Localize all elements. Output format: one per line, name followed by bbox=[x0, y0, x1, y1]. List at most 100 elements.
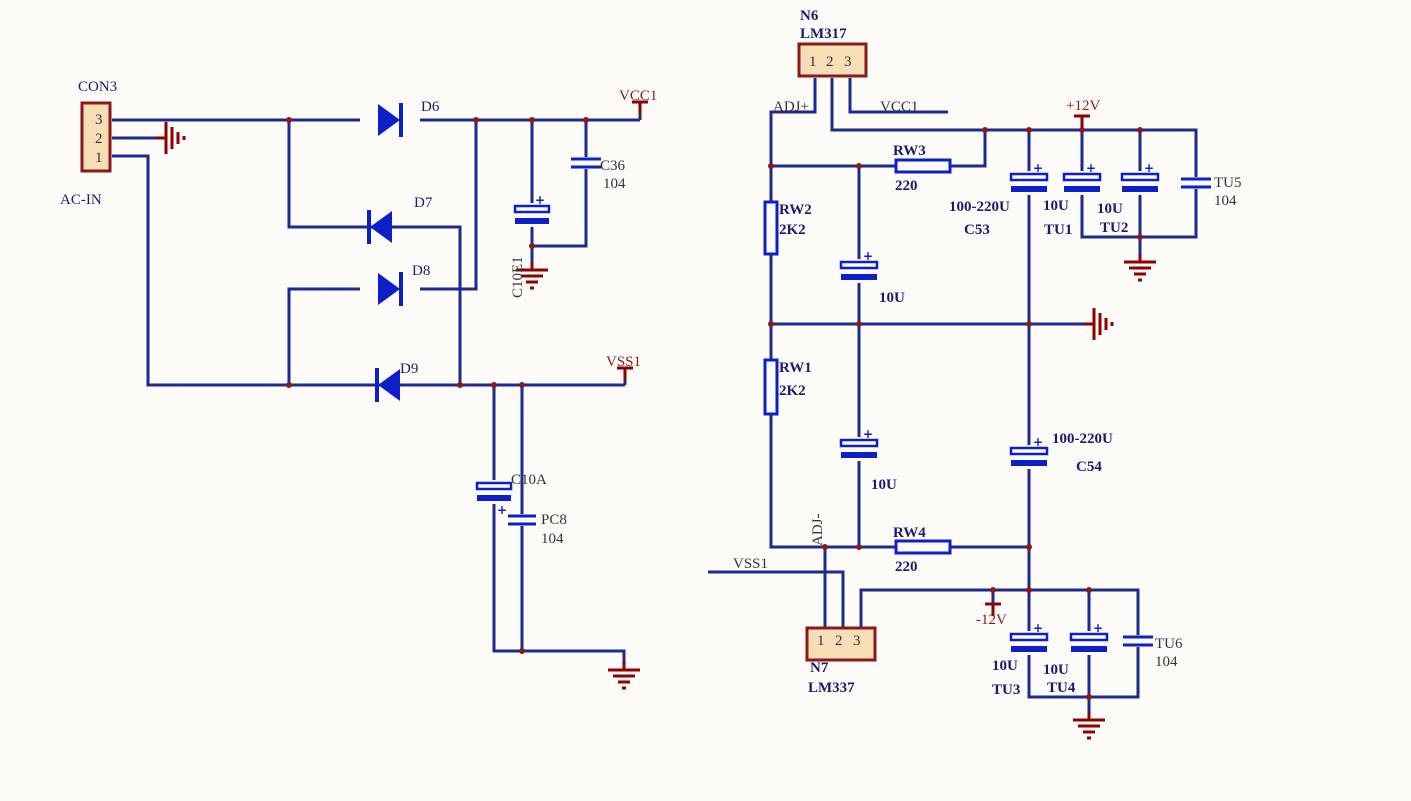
n7-ref: N7 bbox=[810, 660, 829, 676]
rw4-value: 220 bbox=[895, 559, 918, 575]
rw2-value: 2K2 bbox=[779, 222, 806, 238]
tu2-value: 10U bbox=[1097, 201, 1123, 217]
capacitor-tu2: + bbox=[1120, 161, 1160, 195]
capacitor-tu3: + bbox=[1009, 621, 1049, 655]
port-symbol-vcc1 bbox=[632, 100, 648, 114]
con3-name: AC-IN bbox=[60, 192, 102, 208]
vcc1-net-label: VCC1 bbox=[880, 99, 918, 115]
junction-dot bbox=[856, 163, 862, 169]
svg-text:+: + bbox=[1033, 435, 1043, 449]
connector-con3 bbox=[80, 101, 112, 173]
junction-dot bbox=[822, 544, 828, 550]
n6-pin1: 1 bbox=[809, 54, 817, 70]
ground-symbol-tu-bottom bbox=[1073, 712, 1105, 740]
svg-text:+: + bbox=[1033, 621, 1043, 635]
wire-d7-path bbox=[287, 120, 462, 385]
wire-c36-c10e1 bbox=[530, 120, 588, 248]
tu3-value: 10U bbox=[992, 658, 1018, 674]
d6-label: D6 bbox=[421, 99, 440, 115]
n7-pin2: 2 bbox=[835, 633, 843, 649]
tu6-ref: TU6 bbox=[1155, 636, 1183, 652]
junction-dot bbox=[982, 127, 988, 133]
capacitor-tu6 bbox=[1121, 635, 1155, 647]
junction-dot bbox=[1026, 587, 1032, 593]
con3-pin1: 1 bbox=[95, 150, 103, 166]
tu4-value: 10U bbox=[1043, 662, 1069, 678]
rw1-value: 2K2 bbox=[779, 383, 806, 399]
adj-cap-upper-value: 10U bbox=[879, 290, 905, 306]
c36-value: 104 bbox=[603, 176, 626, 192]
d9-label: D9 bbox=[400, 361, 418, 377]
junction-dot bbox=[583, 117, 589, 123]
port-symbol-pos12v bbox=[1074, 114, 1090, 128]
tu5-ref: TU5 bbox=[1214, 175, 1242, 191]
junction-dot bbox=[1026, 321, 1032, 327]
junction-dot bbox=[1086, 587, 1092, 593]
capacitor-c36 bbox=[569, 157, 603, 169]
wire-c10a-gnd bbox=[492, 385, 626, 662]
junction-dot bbox=[856, 544, 862, 550]
vss1-net-label: VSS1 bbox=[733, 556, 768, 572]
port-symbol-neg12v bbox=[985, 602, 1001, 616]
resistor-rw3 bbox=[894, 158, 952, 174]
power-symbols bbox=[156, 100, 1156, 740]
capacitor-adj-lower: + bbox=[839, 427, 879, 461]
capacitor-tu4: + bbox=[1069, 621, 1109, 655]
svg-text:+: + bbox=[1033, 161, 1043, 175]
wire-vss1-in bbox=[708, 570, 845, 628]
capacitor-tu1: + bbox=[1062, 161, 1102, 195]
rw1-ref: RW1 bbox=[779, 360, 812, 376]
components: + + + + + + + + + + bbox=[80, 42, 1213, 662]
wire-d8-path bbox=[287, 120, 478, 385]
junction-dot bbox=[286, 382, 292, 388]
junction-dot bbox=[286, 117, 292, 123]
pos12v-label: +12V bbox=[1066, 98, 1100, 114]
adj-cap-lower-value: 10U bbox=[871, 477, 897, 493]
wire-pos-rail bbox=[830, 78, 1198, 239]
junction-dot bbox=[473, 117, 479, 123]
c10e1-ref: C10E1 bbox=[510, 256, 526, 298]
n7-pin3: 3 bbox=[853, 633, 861, 649]
tu1-ref: TU1 bbox=[1044, 222, 1072, 238]
junction-dot bbox=[1026, 127, 1032, 133]
junction-dot bbox=[768, 163, 774, 169]
svg-text:+: + bbox=[863, 249, 873, 263]
tu6-value: 104 bbox=[1155, 654, 1178, 670]
n7-part: LM337 bbox=[808, 680, 855, 696]
c36-ref: C36 bbox=[600, 158, 626, 174]
c54-value: 100-220U bbox=[1052, 431, 1113, 447]
capacitor-tu5 bbox=[1179, 177, 1213, 189]
d7-label: D7 bbox=[414, 195, 433, 211]
ground-symbol-c10e1 bbox=[516, 262, 548, 290]
con3-pin3: 3 bbox=[95, 112, 103, 128]
resistor-rw1 bbox=[763, 358, 779, 416]
svg-text:+: + bbox=[535, 193, 545, 207]
capacitor-adj-upper: + bbox=[839, 249, 879, 283]
junction-dot bbox=[990, 587, 996, 593]
n6-ref: N6 bbox=[800, 8, 819, 24]
junction-dot bbox=[1137, 127, 1143, 133]
resistor-rw4 bbox=[894, 539, 952, 555]
c53-value: 100-220U bbox=[949, 199, 1010, 215]
svg-text:+: + bbox=[497, 503, 507, 517]
c54-ref: C54 bbox=[1076, 459, 1102, 475]
regulator-n6 bbox=[797, 42, 868, 78]
adj-pos-net-label: ADJ+ bbox=[773, 99, 809, 115]
wire-adj-left bbox=[769, 78, 838, 549]
ground-symbol-con3 bbox=[156, 122, 186, 154]
n6-pin3: 3 bbox=[844, 54, 852, 70]
rw3-value: 220 bbox=[895, 178, 918, 194]
ground-symbol-mid bbox=[1084, 308, 1114, 340]
junction-dot bbox=[1079, 127, 1085, 133]
diode-d8 bbox=[360, 272, 420, 306]
capacitor-pc8 bbox=[506, 514, 538, 526]
wire-vcc1-in bbox=[848, 78, 948, 114]
wire-rw3 bbox=[771, 130, 987, 168]
c10a-ref: C10A bbox=[511, 472, 547, 488]
tu1-value: 10U bbox=[1043, 198, 1069, 214]
junction-dot bbox=[457, 382, 463, 388]
tu2-ref: TU2 bbox=[1100, 220, 1128, 236]
junction-dot bbox=[529, 117, 535, 123]
vcc1-port-label: VCC1 bbox=[619, 88, 657, 104]
